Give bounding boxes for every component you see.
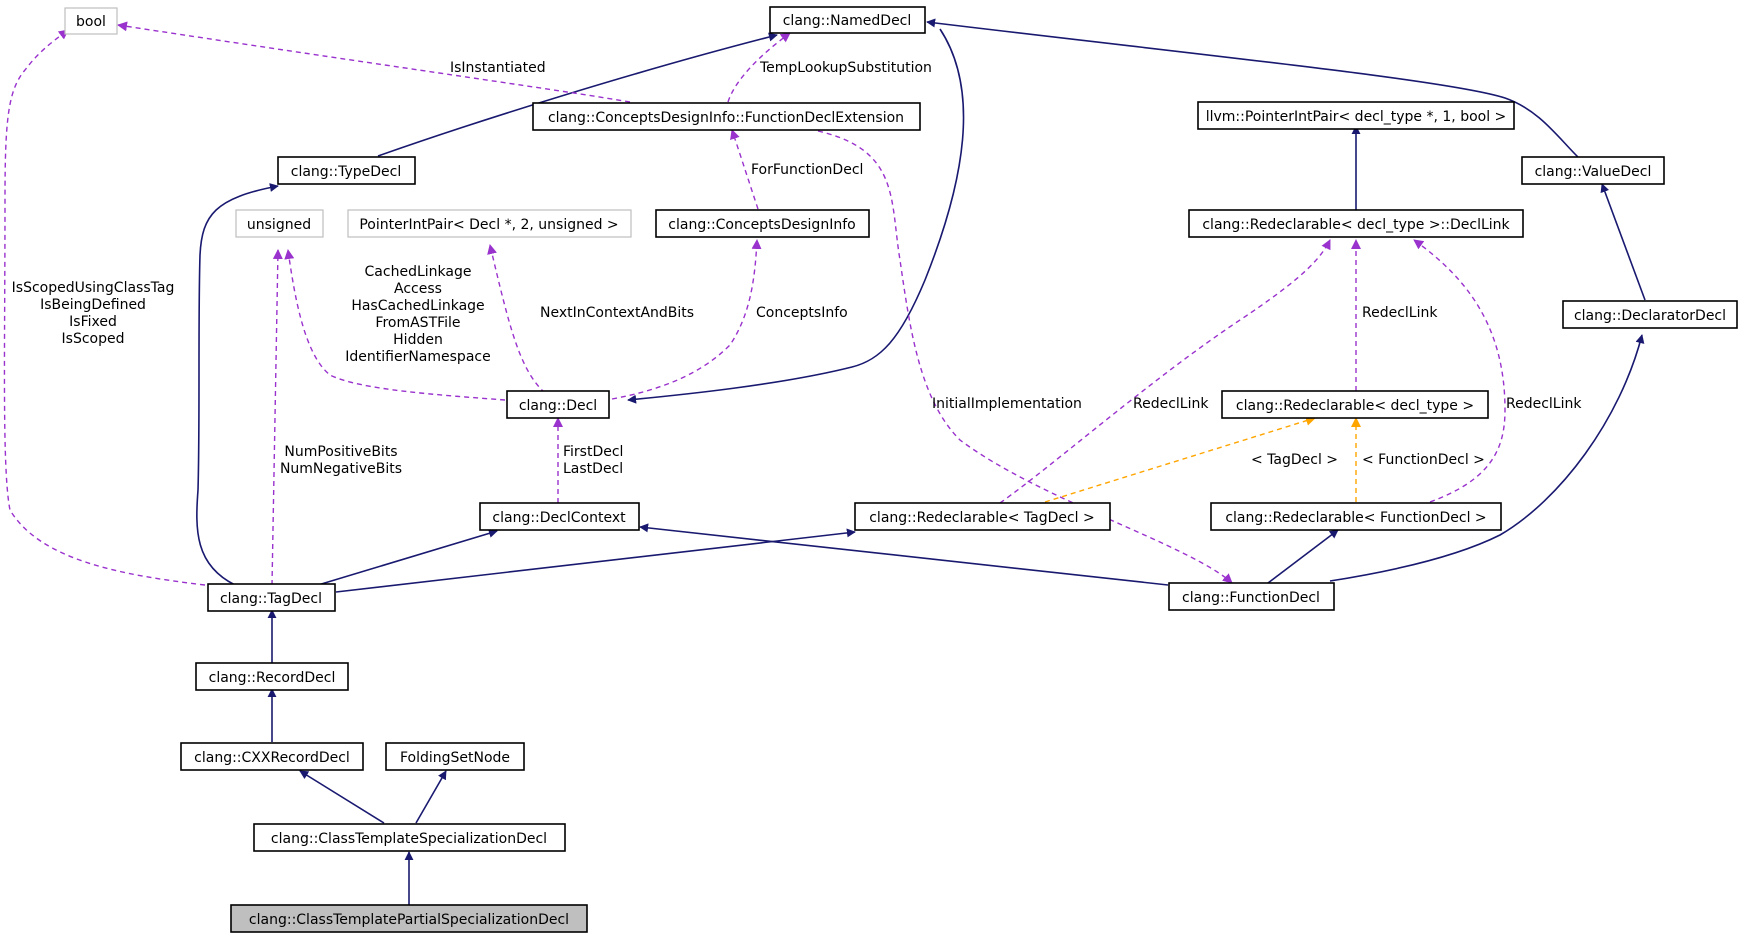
edge-valuedecl-to-nameddecl bbox=[926, 18, 1581, 160]
node-function-decl-extension[interactable]: clang::ConceptsDesignInfo::FunctionDeclE… bbox=[532, 102, 921, 131]
label-cached-linkage: CachedLinkage bbox=[365, 264, 472, 280]
label-from-ast-file: FromASTFile bbox=[375, 315, 460, 331]
node-named-decl-label: clang::NamedDecl bbox=[783, 13, 912, 29]
node-bool[interactable]: bool bbox=[64, 7, 118, 35]
node-declarator-decl[interactable]: clang::DeclaratorDecl bbox=[1562, 300, 1738, 329]
node-function-decl-extension-label: clang::ConceptsDesignInfo::FunctionDeclE… bbox=[548, 110, 904, 126]
edge-tagdecl-to-unsigned bbox=[271, 249, 283, 586]
node-function-decl-label: clang::FunctionDecl bbox=[1182, 590, 1320, 606]
label-num-negative-bits: NumNegativeBits bbox=[280, 461, 402, 477]
edge-functiondecl-to-declcontext bbox=[639, 523, 1169, 586]
label-is-being-defined: IsBeingDefined bbox=[40, 297, 146, 313]
label-has-cached-linkage: HasCachedLinkage bbox=[351, 298, 484, 314]
node-concepts-design-info-label: clang::ConceptsDesignInfo bbox=[668, 217, 855, 233]
label-functiondecl-template-arg: < FunctionDecl > bbox=[1362, 452, 1485, 468]
node-unsigned[interactable]: unsigned bbox=[235, 209, 324, 238]
node-pointer-int-pair-decl[interactable]: PointerIntPair< Decl *, 2, unsigned > bbox=[347, 209, 632, 238]
node-function-decl[interactable]: clang::FunctionDecl bbox=[1168, 582, 1335, 611]
node-declarator-decl-label: clang::DeclaratorDecl bbox=[1574, 308, 1726, 324]
label-is-scoped-using-class-tag: IsScopedUsingClassTag bbox=[12, 280, 175, 296]
node-type-decl[interactable]: clang::TypeDecl bbox=[277, 156, 416, 185]
edge-declaratordecl-to-functiondecl bbox=[1329, 334, 1645, 582]
label-access: Access bbox=[394, 281, 442, 297]
node-pointer-int-pair-label: llvm::PointerIntPair< decl_type *, 1, bo… bbox=[1206, 109, 1507, 125]
label-for-function-decl: ForFunctionDecl bbox=[751, 162, 863, 178]
node-decl-context-label: clang::DeclContext bbox=[492, 510, 626, 526]
label-is-scoped: IsScoped bbox=[62, 331, 125, 347]
edge-ctsd-to-foldingsetnode bbox=[415, 770, 447, 824]
edge-tagdecl-to-declcontext bbox=[317, 529, 498, 586]
node-cxx-record-decl[interactable]: clang::CXXRecordDecl bbox=[180, 742, 364, 771]
node-decl-context[interactable]: clang::DeclContext bbox=[479, 502, 640, 531]
node-pointer-int-pair[interactable]: llvm::PointerIntPair< decl_type *, 1, bo… bbox=[1197, 101, 1515, 130]
node-type-decl-label: clang::TypeDecl bbox=[291, 164, 402, 180]
node-decl[interactable]: clang::Decl bbox=[506, 390, 610, 419]
node-concepts-design-info[interactable]: clang::ConceptsDesignInfo bbox=[655, 209, 870, 238]
node-cxx-record-decl-label: clang::CXXRecordDecl bbox=[194, 750, 350, 766]
label-tagdecl-template-arg: < TagDecl > bbox=[1251, 452, 1338, 468]
label-redecl-link-function: RedeclLink bbox=[1506, 396, 1582, 412]
label-redecl-link-decltype: RedeclLink bbox=[1362, 305, 1438, 321]
node-tag-decl[interactable]: clang::TagDecl bbox=[207, 583, 336, 612]
label-next-in-context-and-bits: NextInContextAndBits bbox=[540, 305, 694, 321]
node-redeclarable-decl-type[interactable]: clang::Redeclarable< decl_type > bbox=[1221, 390, 1489, 419]
node-decl-label: clang::Decl bbox=[519, 398, 597, 414]
node-redeclarable-tag-decl[interactable]: clang::Redeclarable< TagDecl > bbox=[854, 502, 1111, 531]
label-concepts-info: ConceptsInfo bbox=[756, 305, 848, 321]
edge-ctsd-to-cxxrecorddecl bbox=[299, 770, 385, 824]
node-redeclarable-tag-decl-label: clang::Redeclarable< TagDecl > bbox=[869, 510, 1095, 526]
label-is-instantiated: IsInstantiated bbox=[450, 60, 546, 76]
edge-decl-to-pointerintpairdecl bbox=[487, 244, 546, 394]
edge-redecltag-to-redecldecltype bbox=[1044, 415, 1316, 503]
label-hidden: Hidden bbox=[393, 332, 443, 348]
node-decl-link-label: clang::Redeclarable< decl_type >::DeclLi… bbox=[1202, 217, 1510, 233]
edge-tagdecl-to-bool bbox=[3, 29, 206, 586]
edge-conceptsdesigninfo-to-fde bbox=[730, 129, 759, 210]
node-class-template-partial-specialization-decl-label: clang::ClassTemplatePartialSpecializatio… bbox=[249, 912, 569, 928]
edge-fde-to-nameddecl bbox=[727, 32, 791, 103]
edges bbox=[3, 18, 1646, 905]
edge-decl-to-unsigned bbox=[284, 249, 506, 401]
node-class-template-specialization-decl-label: clang::ClassTemplateSpecializationDecl bbox=[271, 831, 547, 847]
node-bool-label: bool bbox=[76, 14, 106, 30]
node-value-decl[interactable]: clang::ValueDecl bbox=[1521, 156, 1665, 185]
node-class-template-partial-specialization-decl[interactable]: clang::ClassTemplatePartialSpecializatio… bbox=[230, 904, 588, 933]
node-named-decl[interactable]: clang::NamedDecl bbox=[769, 6, 926, 34]
edge-decl-to-nameddecl bbox=[627, 28, 965, 404]
label-temp-lookup-substitution: TempLookupSubstitution bbox=[759, 60, 932, 76]
node-record-decl-label: clang::RecordDecl bbox=[209, 670, 336, 686]
node-unsigned-label: unsigned bbox=[247, 217, 311, 233]
label-num-positive-bits: NumPositiveBits bbox=[284, 444, 397, 460]
edge-redeclfunction-to-declink bbox=[1413, 239, 1506, 503]
node-record-decl[interactable]: clang::RecordDecl bbox=[195, 662, 349, 691]
node-redeclarable-function-decl[interactable]: clang::Redeclarable< FunctionDecl > bbox=[1210, 502, 1502, 531]
label-first-decl: FirstDecl bbox=[563, 444, 623, 460]
edge-decl-to-conceptsdesigninfo bbox=[611, 239, 762, 400]
label-redecl-link-tag: RedeclLink bbox=[1133, 396, 1209, 412]
node-redeclarable-decl-type-label: clang::Redeclarable< decl_type > bbox=[1236, 398, 1474, 414]
node-pointer-int-pair-decl-label: PointerIntPair< Decl *, 2, unsigned > bbox=[359, 217, 618, 233]
node-value-decl-label: clang::ValueDecl bbox=[1535, 164, 1652, 180]
label-identifier-namespace: IdentifierNamespace bbox=[345, 349, 490, 365]
edge-tagdecl-to-redecltag bbox=[335, 528, 856, 593]
node-redeclarable-function-decl-label: clang::Redeclarable< FunctionDecl > bbox=[1225, 510, 1486, 526]
node-class-template-specialization-decl[interactable]: clang::ClassTemplateSpecializationDecl bbox=[253, 823, 566, 852]
node-folding-set-node-label: FoldingSetNode bbox=[400, 750, 510, 766]
node-tag-decl-label: clang::TagDecl bbox=[220, 591, 322, 607]
edge-labels: IsInstantiated TempLookupSubstitution Fo… bbox=[12, 60, 1583, 477]
label-initial-implementation: InitialImplementation bbox=[932, 396, 1082, 412]
edge-declaratordecl-to-valuedecl bbox=[1600, 183, 1646, 301]
label-is-fixed: IsFixed bbox=[69, 314, 117, 330]
edge-functiondecl-to-redeclfunction bbox=[1267, 529, 1339, 584]
label-last-decl: LastDecl bbox=[563, 461, 623, 477]
nodes: bool clang::NamedDecl clang::ConceptsDes… bbox=[64, 6, 1738, 933]
edge-typedecl-to-nameddecl bbox=[377, 32, 778, 157]
edge-fde-to-functiondecl bbox=[817, 130, 1233, 584]
edge-tagdecl-to-typedecl bbox=[196, 183, 279, 586]
node-decl-link[interactable]: clang::Redeclarable< decl_type >::DeclLi… bbox=[1188, 209, 1524, 238]
edge-redecltag-to-declink bbox=[999, 239, 1331, 504]
edge-fde-to-bool bbox=[117, 21, 631, 103]
node-folding-set-node[interactable]: FoldingSetNode bbox=[385, 742, 525, 771]
